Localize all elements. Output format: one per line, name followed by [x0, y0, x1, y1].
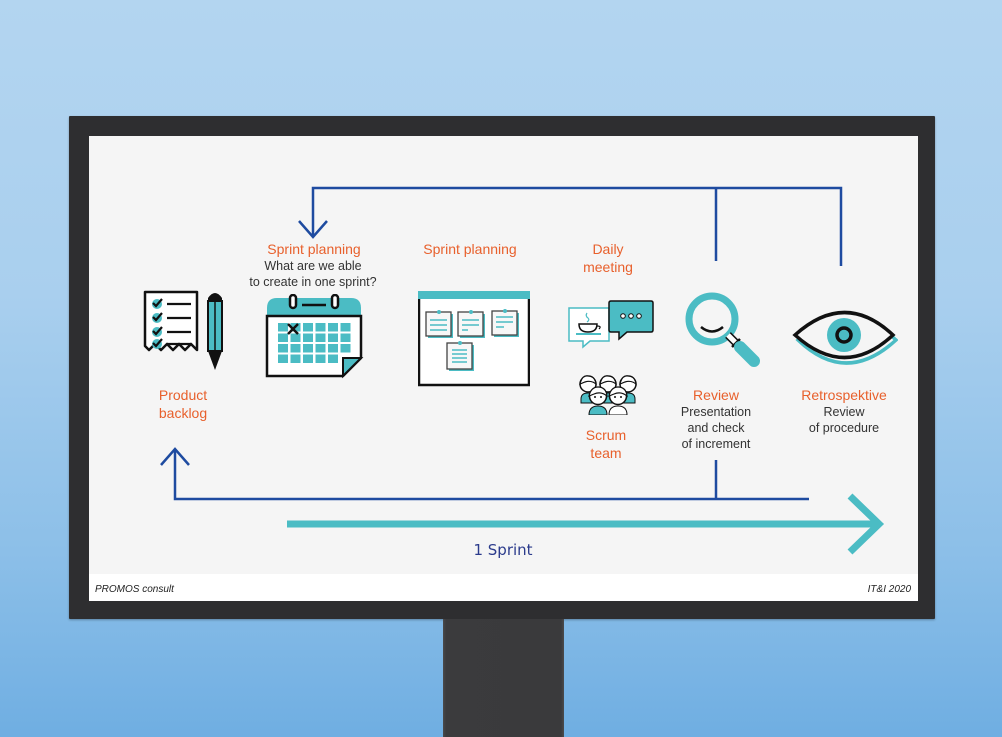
retrospektive-subtitle-line-1: Review — [823, 405, 865, 419]
task-board-icon — [418, 291, 530, 387]
sprint-planning-subtitle-line-2: to create in one sprint? — [249, 275, 377, 289]
product-backlog-title: Product backlog — [159, 386, 207, 422]
sprint-label: 1 Sprint — [473, 541, 533, 559]
calendar-day-cell — [303, 344, 313, 353]
footer-event: IT&I 2020 — [867, 584, 911, 595]
calendar-day-cell — [328, 323, 338, 332]
calendar-day-cell — [340, 344, 351, 353]
top-feedback-line — [311, 186, 843, 266]
review-title: Review — [693, 387, 739, 403]
scrum-team-title: Scrum team — [586, 426, 626, 462]
review-subtitle-line-1: Presentation — [680, 405, 752, 419]
calendar-day-cell — [315, 323, 326, 332]
team-members — [579, 375, 637, 415]
monitor-screen: Product backlog Sprint planning What are… — [89, 136, 918, 601]
sticky-notes — [425, 309, 519, 371]
review-subtitle: Presentation and check of increment — [681, 404, 751, 452]
monitor-stand — [443, 619, 564, 737]
calendar-day-cell — [278, 354, 288, 363]
sprint-planning-subtitle-line-1: What are we able — [264, 259, 362, 273]
checklist-pencil-icon — [143, 290, 223, 370]
calendar-day-cell — [315, 344, 326, 353]
footer-company: PROMOS consult — [95, 584, 174, 595]
product-backlog-title-line-2: backlog — [158, 405, 208, 421]
daily-meeting-title-line-2: meeting — [583, 259, 633, 275]
calendar-day-cell — [303, 333, 313, 342]
retrospektive-subtitle-line-2: of procedure — [808, 421, 880, 435]
magnifier-icon — [685, 292, 760, 367]
calendar-day-cell — [290, 344, 301, 353]
calendar-day-cell — [315, 354, 326, 363]
calendar-day-cell — [290, 354, 301, 363]
calendar-day-cell — [303, 323, 313, 332]
retrospektive-title: Retrospektive — [801, 387, 887, 403]
calendar-day-cell — [328, 333, 338, 342]
daily-meeting-title: Daily meeting — [583, 240, 633, 276]
calendar-day-cell — [290, 333, 301, 342]
coffee-chat-icon — [568, 300, 654, 349]
sprint-arrow-head — [847, 493, 885, 555]
sprint-planning-subtitle: What are we able to create in one sprint… — [249, 258, 376, 290]
calendar-day-cell — [328, 354, 338, 363]
down-arrow-head — [298, 220, 328, 239]
team-icon — [579, 375, 637, 415]
review-subtitle-line-3: of increment — [681, 437, 751, 451]
scrum-team-title-line-2: team — [590, 445, 622, 461]
scrum-team-title-line-1: Scrum — [585, 427, 627, 443]
up-arrow-head — [160, 447, 190, 466]
calendar-day-cell — [278, 344, 288, 353]
calendar-day-cell — [278, 323, 288, 332]
calendar-icon — [265, 294, 364, 379]
daily-meeting-title-line-1: Daily — [592, 241, 624, 257]
flow-connectors — [160, 186, 885, 555]
calendar-day-cell — [278, 333, 288, 342]
sprint-planning-board-title: Sprint planning — [423, 241, 517, 257]
calendar-day-cell — [340, 323, 351, 332]
slide-footer: PROMOS consult IT&I 2020 — [89, 574, 918, 601]
retrospektive-subtitle: Review of procedure — [809, 404, 879, 436]
product-backlog-title-line-1: Product — [158, 387, 208, 403]
calendar-day-cell — [328, 344, 338, 353]
sprint-planning-title: Sprint planning — [267, 241, 361, 257]
bottom-feedback-line — [173, 451, 809, 501]
calendar-day-cell — [315, 333, 326, 342]
eye-icon — [792, 310, 898, 365]
review-subtitle-line-2: and check — [687, 421, 745, 435]
calendar-day-cell — [340, 333, 351, 342]
calendar-day-cell — [303, 354, 313, 363]
